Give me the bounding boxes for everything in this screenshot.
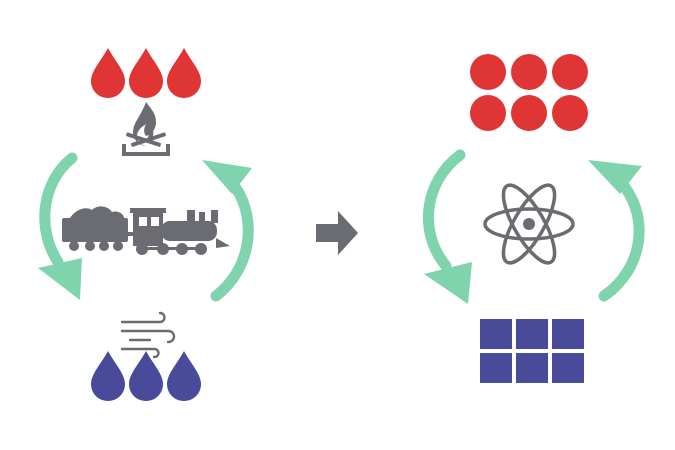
red-circle-icon — [470, 54, 506, 90]
blue-square-icon — [552, 319, 584, 349]
blue-droplet-icon — [91, 351, 125, 401]
red-droplet-icon — [129, 48, 163, 98]
right-arrow-icon — [316, 211, 358, 255]
cycle-arrow-down-left — [422, 149, 472, 304]
red-circle-icon — [470, 95, 506, 131]
blue-square-icon — [552, 353, 584, 383]
blue-droplet-icon — [129, 351, 163, 401]
blue-square-icon — [516, 353, 548, 383]
red-droplet-icon — [167, 48, 201, 98]
red-circle-icon — [552, 54, 588, 90]
cold-reservoir-squares — [480, 319, 584, 383]
left-panel — [38, 48, 254, 401]
red-circle-icon — [552, 95, 588, 131]
cycle-arrow-down-left — [38, 152, 82, 300]
wind-icon — [120, 311, 176, 359]
red-circle-icon — [511, 95, 547, 131]
red-droplet-icon — [91, 48, 125, 98]
steam-locomotive-icon — [62, 206, 230, 255]
hot-reservoir-droplets — [91, 48, 201, 98]
cycle-arrow-up-right — [588, 160, 645, 302]
cold-reservoir-droplets — [91, 351, 201, 401]
hot-reservoir-circles — [470, 54, 588, 131]
blue-square-icon — [480, 319, 512, 349]
campfire-icon — [122, 102, 170, 156]
blue-square-icon — [516, 319, 548, 349]
cycle-arrow-up-right — [202, 160, 254, 302]
red-circle-icon — [511, 54, 547, 90]
right-panel — [422, 54, 645, 383]
atom-icon — [483, 183, 575, 265]
blue-square-icon — [480, 353, 512, 383]
blue-droplet-icon — [167, 351, 201, 401]
